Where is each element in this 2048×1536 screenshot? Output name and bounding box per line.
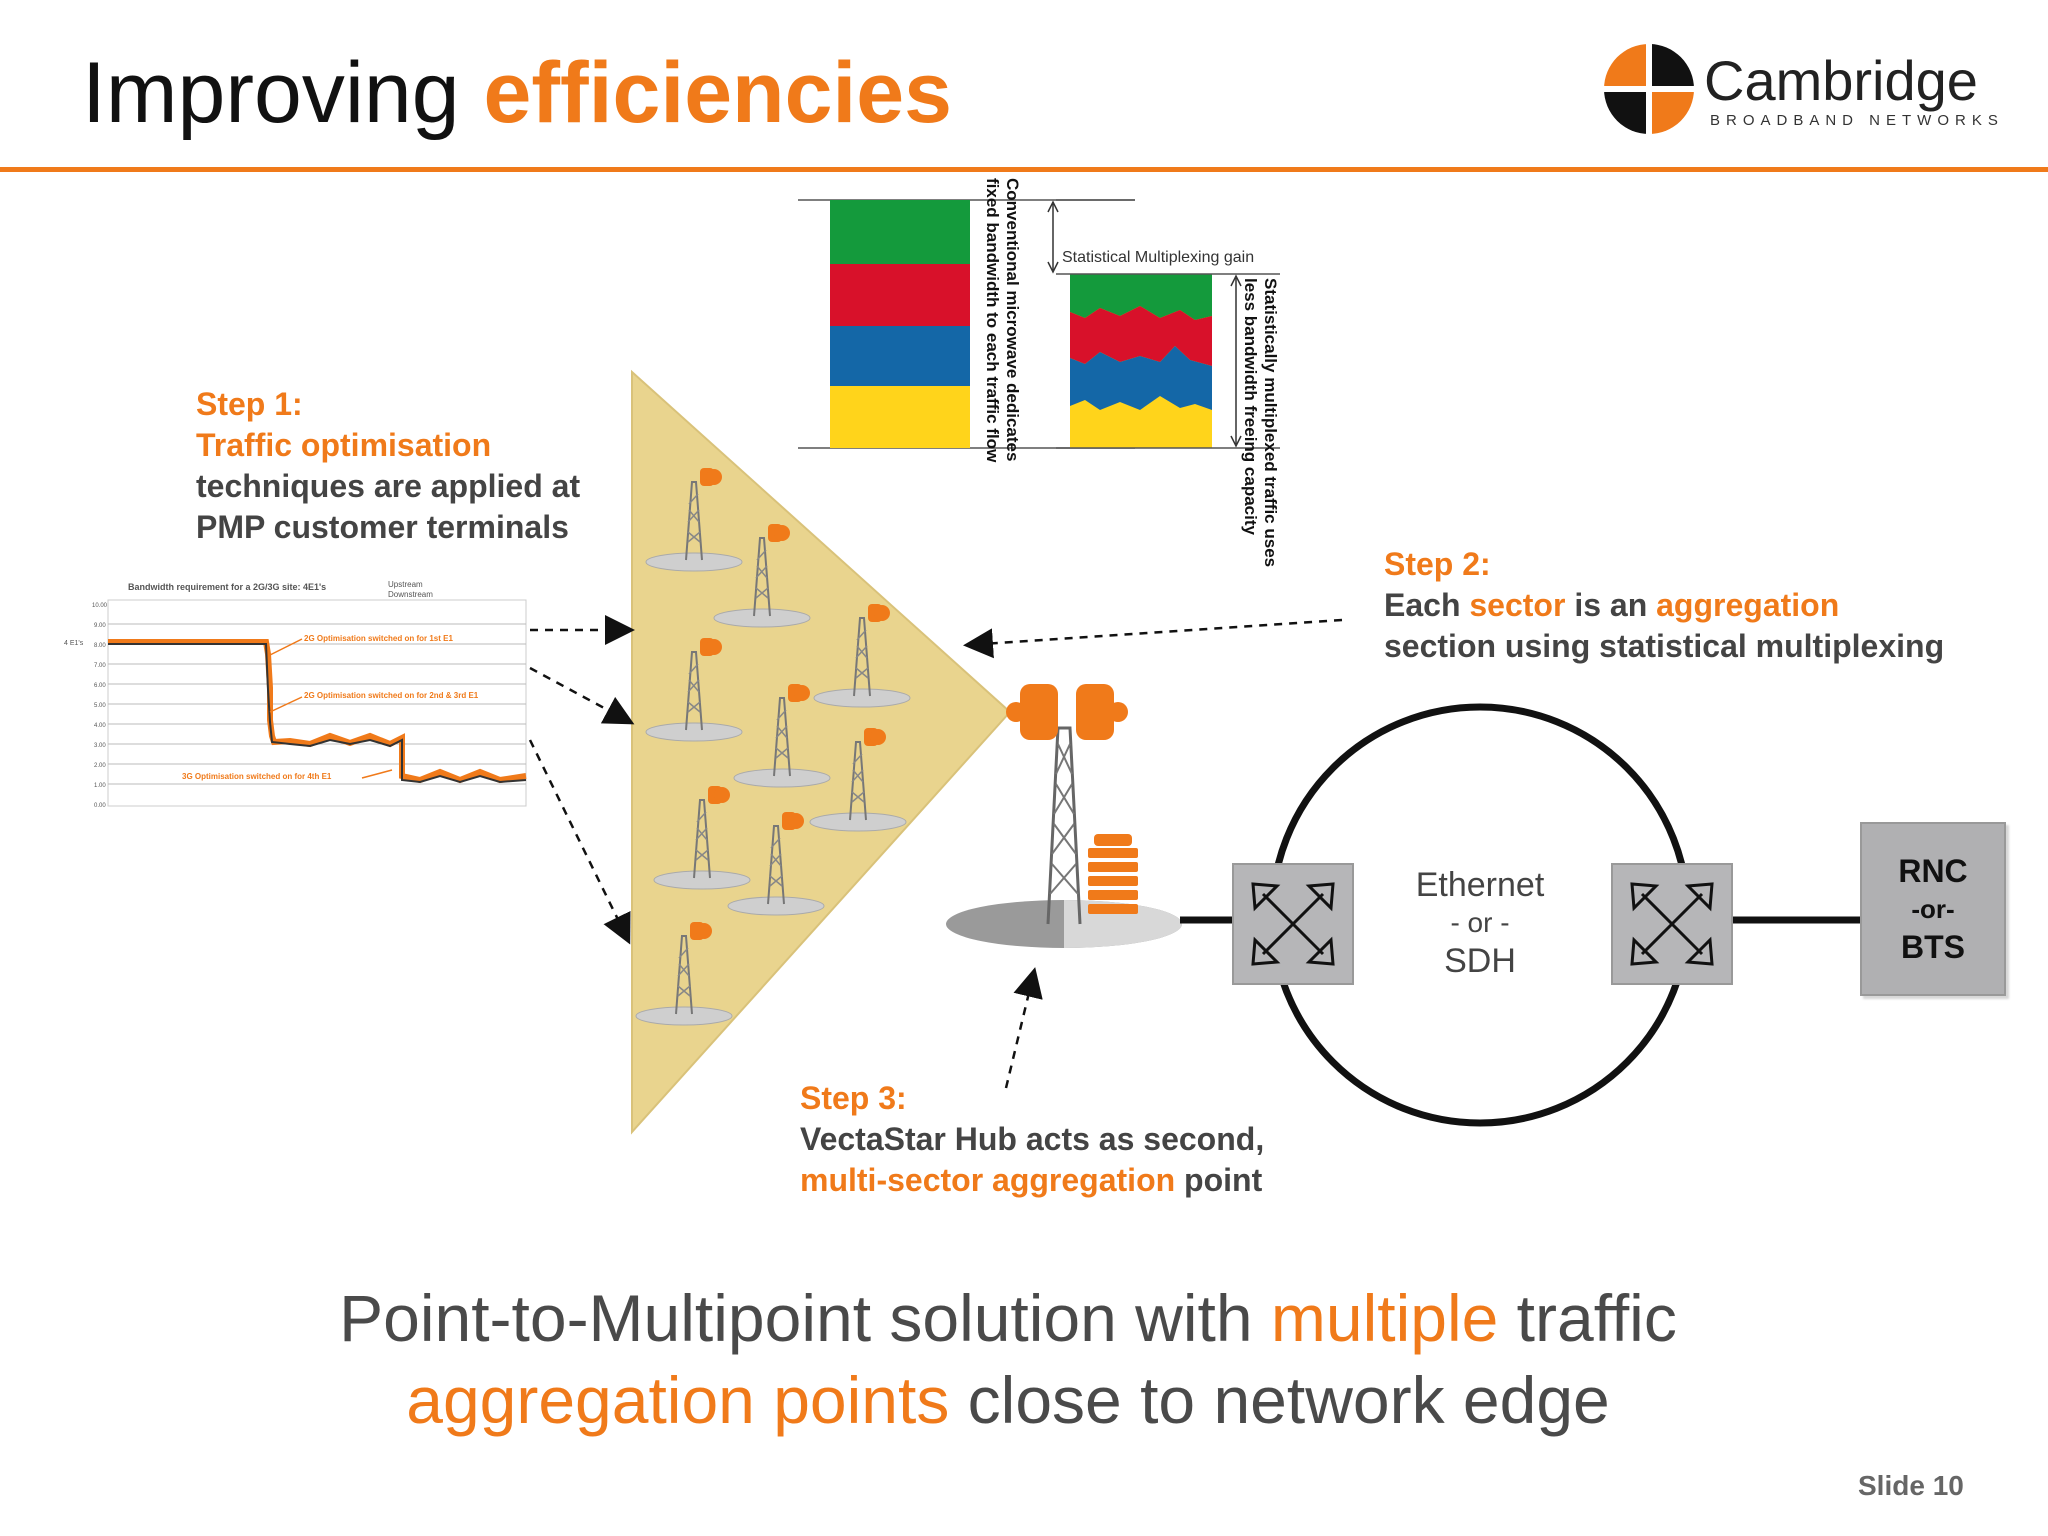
ytick: 9.00 bbox=[94, 623, 106, 629]
vectastar-hub bbox=[946, 684, 1182, 948]
label-line: less bandwidth freeing capacity bbox=[1241, 278, 1260, 535]
ytick: 1.00 bbox=[94, 783, 106, 789]
switch-icon bbox=[1611, 863, 1733, 985]
mux-gain-label: Statistical Multiplexing gain bbox=[1062, 249, 1254, 266]
text-run: point bbox=[1175, 1162, 1263, 1198]
text-run: Point-to-Multipoint solution with bbox=[339, 1281, 1271, 1355]
graph-annotation: 2G Optimisation switched on for 1st E1 bbox=[304, 634, 453, 643]
ytick: 10.00 bbox=[92, 603, 108, 609]
graph-legend-upstream: Upstream bbox=[388, 580, 423, 589]
dashed-arrows bbox=[528, 615, 1343, 1089]
ytick: 0.00 bbox=[94, 803, 106, 809]
graph-annotation: 3G Optimisation switched on for 4th E1 bbox=[182, 772, 332, 781]
logo-mark-icon bbox=[1604, 44, 1694, 134]
step-1-subheading: Traffic optimisation bbox=[196, 427, 492, 463]
slide-title: Improving efficiencies bbox=[82, 44, 952, 143]
statistical-mux-bar bbox=[1047, 199, 1280, 449]
step-2-text: Each sector is an aggregation bbox=[1384, 585, 1944, 626]
step-3-heading: Step 3: bbox=[800, 1080, 907, 1116]
label-line: fixed bandwidth to each traffic flow bbox=[983, 178, 1002, 463]
rnc-bts-box: RNC -or- BTS bbox=[1860, 822, 2006, 996]
switch-icon bbox=[1232, 863, 1354, 985]
text-run: aggregation bbox=[1656, 587, 1840, 623]
graph-gridlines bbox=[108, 623, 526, 785]
slide-number: Slide 10 bbox=[1858, 1470, 1964, 1501]
graph-title: Bandwidth requirement for a 2G/3G site: … bbox=[128, 582, 326, 592]
text-run: multiple bbox=[1270, 1281, 1499, 1355]
step-1: Step 1: Traffic optimisation techniques … bbox=[196, 384, 580, 548]
mux-bar-label: Statistically multiplexed traffic uses l… bbox=[1240, 278, 1280, 567]
logo-subtitle: BROADBAND NETWORKS bbox=[1710, 112, 2004, 129]
step-3: Step 3: VectaStar Hub acts as second, mu… bbox=[800, 1078, 1264, 1201]
ring-label-line: Ethernet bbox=[1415, 866, 1545, 904]
ring-label-line: - or - bbox=[1450, 907, 1510, 938]
step-1-text: PMP customer terminals bbox=[196, 509, 569, 545]
ytick: 7.00 bbox=[94, 663, 106, 669]
graph-legend-downstream: Downstream bbox=[388, 590, 433, 599]
conventional-bar bbox=[798, 199, 1135, 449]
ytick: 2.00 bbox=[94, 763, 106, 769]
graph-ylabel: 4 E1's bbox=[64, 640, 84, 647]
step-1-heading: Step 1: bbox=[196, 386, 303, 422]
ring-label: Ethernet - or - SDH bbox=[1380, 866, 1580, 980]
ring-label-line: SDH bbox=[1444, 942, 1516, 980]
text-run: is an bbox=[1565, 587, 1657, 623]
ytick: 4.00 bbox=[94, 723, 106, 729]
step-2-text: section using statistical multiplexing bbox=[1384, 628, 1945, 664]
ytick: 5.00 bbox=[94, 703, 106, 709]
graph-yticks: 10.00 9.00 8.00 7.00 6.00 5.00 4.00 3.00… bbox=[92, 603, 108, 809]
title-rule bbox=[0, 167, 2048, 172]
text-run: Each bbox=[1384, 587, 1470, 623]
ytick: 6.00 bbox=[94, 683, 106, 689]
step-3-text: VectaStar Hub acts as second, bbox=[800, 1121, 1265, 1157]
graph-annotation: 2G Optimisation switched on for 2nd & 3r… bbox=[304, 691, 479, 700]
step-1-text: techniques are applied at bbox=[196, 468, 581, 504]
bottom-headline-line-1: Point-to-Multipoint solution with multip… bbox=[0, 1280, 2016, 1356]
text-run: traffic bbox=[1498, 1281, 1677, 1355]
title-main: Improving bbox=[82, 45, 484, 141]
rnc-line: -or- bbox=[1911, 894, 1955, 924]
logo-name: Cambridge bbox=[1704, 49, 1978, 112]
step-2: Step 2: Each sector is an aggregation se… bbox=[1384, 544, 1944, 667]
text-run: aggregation points bbox=[406, 1363, 950, 1437]
downstream-trace bbox=[108, 643, 527, 784]
step-3-text: multi-sector aggregation point bbox=[800, 1160, 1264, 1201]
bandwidth-graph bbox=[107, 599, 527, 807]
ytick: 3.00 bbox=[94, 743, 106, 749]
text-run: sector bbox=[1469, 587, 1566, 623]
conventional-bar-label: Conventional microwave dedicates fixed b… bbox=[982, 178, 1022, 462]
rnc-line: BTS bbox=[1901, 929, 1965, 965]
cambridge-logo: Cambridge BROADBAND NETWORKS bbox=[1600, 40, 2040, 140]
label-line: Statistically multiplexed traffic uses bbox=[1261, 278, 1280, 568]
step-2-heading: Step 2: bbox=[1384, 546, 1491, 582]
text-run: close to network edge bbox=[949, 1363, 1610, 1437]
bottom-headline-line-2: aggregation points close to network edge bbox=[0, 1362, 2016, 1438]
rnc-line: RNC bbox=[1898, 853, 1968, 889]
ytick: 8.00 bbox=[94, 643, 106, 649]
label-line: Conventional microwave dedicates bbox=[1003, 178, 1022, 462]
title-accent: efficiencies bbox=[483, 45, 952, 141]
text-run: multi-sector aggregation bbox=[800, 1162, 1176, 1198]
